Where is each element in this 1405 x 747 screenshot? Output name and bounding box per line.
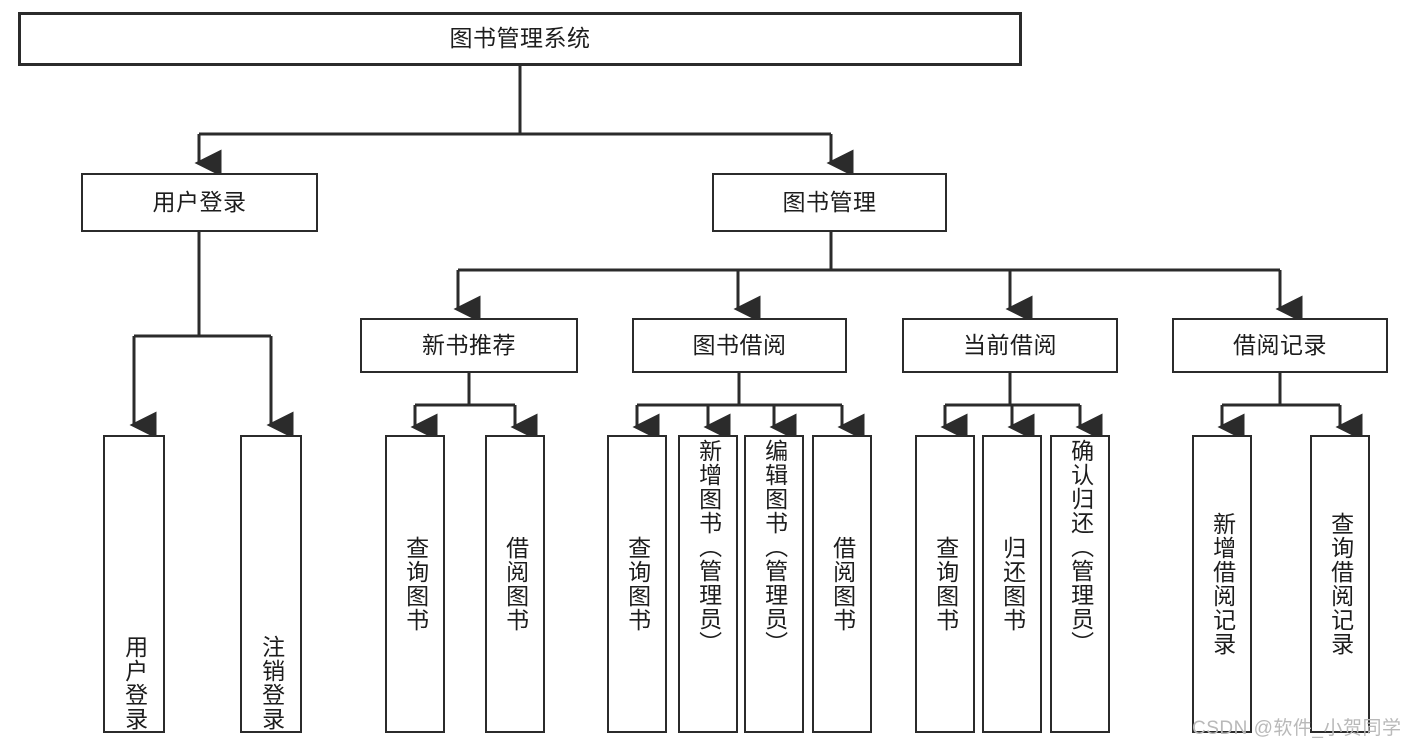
node-leaf-user-login[interactable]: 用户登录 <box>103 435 165 733</box>
node-leaf-query-book-2[interactable]: 查询图书 <box>607 435 667 733</box>
node-current-borrow-label: 当前借阅 <box>963 331 1057 358</box>
node-new-book-recommend[interactable]: 新书推荐 <box>360 318 578 373</box>
node-leaf-logout-label: 注销登录 <box>258 635 285 731</box>
node-leaf-edit-book-admin-label: 编辑图书（管理员） <box>761 439 788 655</box>
node-root-label: 图书管理系统 <box>449 25 591 52</box>
node-leaf-query-borrow-record[interactable]: 查询借阅记录 <box>1310 435 1370 733</box>
leaf-text-wrap: 借阅图书 <box>487 437 543 731</box>
node-borrow-record[interactable]: 借阅记录 <box>1172 318 1388 373</box>
leaf-text-wrap: 归还图书 <box>984 437 1040 731</box>
node-leaf-borrow-book-2[interactable]: 借阅图书 <box>812 435 872 733</box>
leaf-text-wrap: 编辑图书（管理员） <box>746 437 802 733</box>
node-leaf-borrow-book-1[interactable]: 借阅图书 <box>485 435 545 733</box>
leaf-text-wrap: 新增图书（管理员） <box>680 437 736 733</box>
node-leaf-query-book-2-label: 查询图书 <box>624 536 651 632</box>
node-book-borrow-label: 图书借阅 <box>692 331 787 358</box>
node-leaf-query-borrow-record-label: 查询借阅记录 <box>1327 512 1354 656</box>
node-user-login-label: 用户登录 <box>152 188 247 215</box>
node-leaf-query-book-3-label: 查询图书 <box>932 536 959 632</box>
node-new-book-recommend-label: 新书推荐 <box>422 331 516 358</box>
node-leaf-add-borrow-record[interactable]: 新增借阅记录 <box>1192 435 1252 733</box>
node-leaf-query-book-1[interactable]: 查询图书 <box>385 435 445 733</box>
node-leaf-return-book-label: 归还图书 <box>999 536 1026 632</box>
node-current-borrow[interactable]: 当前借阅 <box>902 318 1118 373</box>
node-book-manage-label: 图书管理 <box>782 188 877 215</box>
leaf-text-wrap: 查询图书 <box>609 437 665 731</box>
node-leaf-add-book-admin-label: 新增图书（管理员） <box>695 439 722 655</box>
node-leaf-borrow-book-1-label: 借阅图书 <box>502 536 529 632</box>
node-leaf-query-book-3[interactable]: 查询图书 <box>915 435 975 733</box>
node-leaf-confirm-return-admin-label: 确认归还（管理员） <box>1067 439 1094 655</box>
node-leaf-add-book-admin[interactable]: 新增图书（管理员） <box>678 435 738 733</box>
node-leaf-add-borrow-record-label: 新增借阅记录 <box>1209 512 1236 656</box>
csdn-watermark: CSDN @软件_小贺同学 <box>1192 718 1402 739</box>
leaf-text-wrap: 用户登录 <box>105 437 163 735</box>
node-borrow-record-label: 借阅记录 <box>1233 331 1327 358</box>
node-root[interactable]: 图书管理系统 <box>18 12 1022 66</box>
node-leaf-return-book[interactable]: 归还图书 <box>982 435 1042 733</box>
leaf-text-wrap: 查询图书 <box>917 437 973 731</box>
node-book-borrow[interactable]: 图书借阅 <box>632 318 847 373</box>
leaf-text-wrap: 查询借阅记录 <box>1312 437 1368 731</box>
leaf-text-wrap: 注销登录 <box>242 437 300 735</box>
leaf-text-wrap: 新增借阅记录 <box>1194 437 1250 731</box>
leaf-text-wrap: 借阅图书 <box>814 437 870 731</box>
node-leaf-borrow-book-2-label: 借阅图书 <box>829 536 856 632</box>
node-leaf-logout[interactable]: 注销登录 <box>240 435 302 733</box>
node-leaf-query-book-1-label: 查询图书 <box>402 536 429 632</box>
node-leaf-edit-book-admin[interactable]: 编辑图书（管理员） <box>744 435 804 733</box>
leaf-text-wrap: 确认归还（管理员） <box>1052 437 1108 733</box>
node-user-login[interactable]: 用户登录 <box>81 173 318 232</box>
node-leaf-confirm-return-admin[interactable]: 确认归还（管理员） <box>1050 435 1110 733</box>
node-book-manage[interactable]: 图书管理 <box>712 173 947 232</box>
node-leaf-user-login-label: 用户登录 <box>121 635 148 731</box>
leaf-text-wrap: 查询图书 <box>387 437 443 731</box>
